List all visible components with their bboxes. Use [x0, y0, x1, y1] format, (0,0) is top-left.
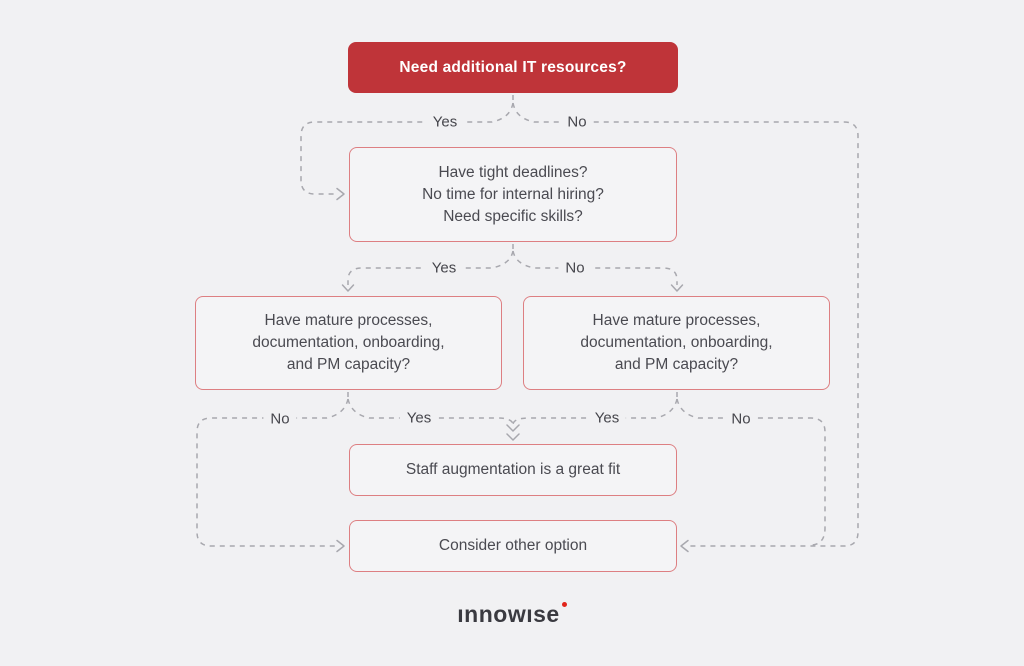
edge-label-deadlines-no: No [558, 259, 592, 277]
node-mature-processes-right: Have mature processes, documentation, on… [523, 296, 830, 390]
arrow-merge-upper-icon [506, 424, 520, 432]
node-line: documentation, onboarding, [252, 334, 445, 351]
node-line: documentation, onboarding, [580, 334, 773, 351]
edge-deadlines-no [512, 250, 678, 285]
node-line: and PM capacity? [614, 356, 739, 373]
edge-label-root-no: No [560, 113, 594, 131]
arrow-into-mature-left-icon [341, 284, 355, 292]
edge-label-mature-right-no: No [724, 410, 758, 428]
edge-label-mature-left-yes: Yes [399, 409, 439, 427]
logo-text: ınnowıse [457, 601, 560, 627]
node-line: Have tight deadlines? [438, 163, 588, 181]
node-line: Need specific skills? [443, 207, 583, 225]
arrow-into-other-left-icon [336, 539, 345, 553]
edge-mature-left-no [196, 398, 349, 547]
edge-label-deadlines-yes: Yes [424, 259, 464, 277]
edge-root-no [512, 102, 859, 547]
node-mature-processes-left: Have mature processes, documentation, on… [195, 296, 502, 390]
node-staff-augmentation-fit: Staff augmentation is a great fit [349, 444, 677, 496]
node-tight-deadlines: Have tight deadlines? No time for intern… [349, 147, 677, 242]
node-line: and PM capacity? [286, 356, 411, 373]
arrow-into-other-right-icon [680, 539, 689, 553]
node-consider-other-option: Consider other option [349, 520, 677, 572]
node-line: Have mature processes, [592, 312, 761, 329]
arrow-into-mature-right-icon [670, 284, 684, 292]
edge-label-mature-right-yes: Yes [587, 409, 627, 427]
arrowheads [336, 187, 689, 553]
arrow-into-deadlines-icon [336, 187, 345, 201]
innowise-logo: ınnowıse [0, 601, 1024, 628]
node-need-it-resources: Need additional IT resources? [348, 42, 678, 93]
node-line: No time for internal hiring? [422, 185, 604, 203]
edge-mature-right-no [676, 398, 826, 546]
edge-label-mature-left-no: No [263, 410, 297, 428]
edge-label-root-yes: Yes [425, 113, 465, 131]
arrow-into-staff-icon [506, 433, 520, 441]
node-line: Have mature processes, [264, 312, 433, 329]
logo-dot-icon [561, 602, 567, 607]
